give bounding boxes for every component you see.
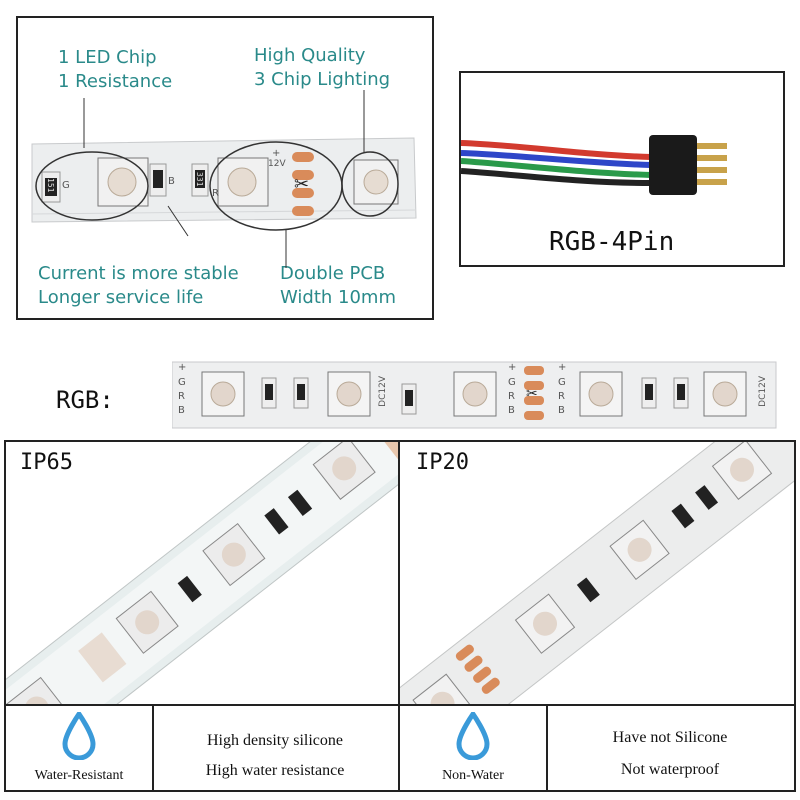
- pad-r: R: [212, 188, 219, 199]
- pad-b: B: [168, 176, 175, 187]
- pad-plus: +: [272, 148, 281, 159]
- pad-12v: 12V: [268, 159, 286, 169]
- scissors-icon: ✂: [294, 174, 310, 195]
- led-chip-label: 1 LED Chip 1 Resistance: [58, 47, 173, 92]
- water-drop-icon: [456, 712, 490, 760]
- strip-plus-far: +: [558, 362, 567, 373]
- led-strip-closeup: [31, 90, 417, 268]
- pcb-label: Double PCB Width 10mm: [280, 263, 396, 308]
- ip65-panel: IP65 Water-Resistant High density silico…: [4, 440, 400, 792]
- strip-dc-left: DC12V: [378, 376, 388, 407]
- strip-plus-right: +: [508, 362, 517, 373]
- ip20-panel: IP20 Non-Water Have not Silicone Not wat…: [398, 440, 796, 792]
- ip65-title: IP65: [18, 450, 75, 475]
- strip-dc-right: DC12V: [758, 376, 768, 407]
- ip65-info-row: Water-Resistant High density silicone Hi…: [6, 704, 398, 790]
- rgb-4pin-connector: [461, 135, 727, 195]
- connector-caption: RGB-4Pin: [549, 227, 675, 257]
- rgb-strip: [172, 361, 777, 429]
- ip65-desc: High density silicone High water resista…: [205, 732, 345, 779]
- feature-panel: 1 LED Chip 1 Resistance High Quality 3 C…: [16, 16, 434, 320]
- ip65-icon-label: Water-Resistant: [34, 768, 124, 783]
- strip-pad-labels-far: G R B: [558, 377, 566, 416]
- water-drop-icon: [62, 712, 96, 760]
- pad-g: G: [62, 180, 70, 191]
- ip20-desc: Have not Silicone Not waterproof: [612, 729, 728, 778]
- ip20-info-row: Non-Water Have not Silicone Not waterpro…: [400, 704, 794, 790]
- ip65-strip-photo: [6, 442, 398, 704]
- rgb-label: RGB:: [56, 386, 114, 414]
- resistor-code: 151: [46, 178, 55, 193]
- resistor-code-2: 331: [195, 172, 204, 187]
- ip20-icon-cell: Non-Water: [400, 706, 548, 790]
- connector-panel: RGB-4Pin: [459, 71, 785, 267]
- ip65-icon-cell: Water-Resistant: [6, 706, 154, 790]
- ip20-strip-photo: [400, 442, 794, 704]
- strip-pad-labels-right: G R B: [508, 377, 516, 416]
- stability-label: Current is more stable Longer service li…: [38, 263, 239, 308]
- ip20-title: IP20: [414, 450, 471, 475]
- scissors-icon: ✂: [526, 386, 538, 402]
- strip-plus-left: +: [178, 362, 187, 373]
- ip20-icon-label: Non-Water: [442, 768, 504, 783]
- strip-pad-labels-left: G R B: [178, 377, 186, 416]
- chip-lighting-label: High Quality 3 Chip Lighting: [254, 45, 391, 90]
